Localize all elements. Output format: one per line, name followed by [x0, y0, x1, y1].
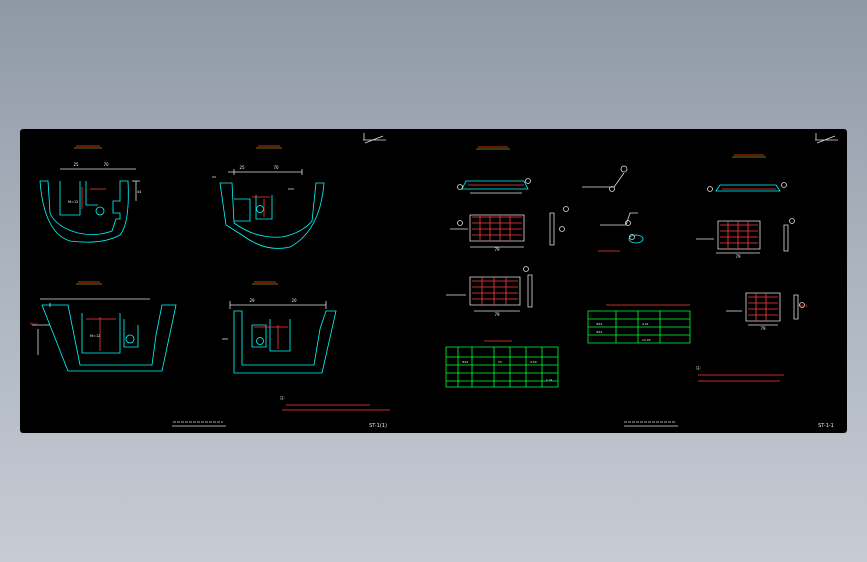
scale-marker-icon [363, 133, 386, 144]
right-sheet: 79 79 [445, 133, 838, 429]
scale-marker-icon [815, 133, 838, 144]
table-cell: Ф12 [596, 322, 602, 326]
dimension-label: 79 [494, 312, 500, 317]
table-cell: Ф12 [596, 330, 602, 334]
section-detail-1: 25 70 M=12 44 [39, 145, 142, 243]
note-label: N=1 [30, 322, 38, 326]
dimension-label: 20 [291, 298, 297, 303]
sheet-number: ST-1-1 [818, 423, 834, 429]
table-cell: 4.50 [530, 360, 537, 364]
dimension-label: 79 [760, 326, 766, 331]
rebar-table: Ф12 15 4.50 1.31 [445, 340, 559, 388]
dimension-label: 70 [273, 165, 279, 170]
plan-detail-4: 79 N=1 [726, 292, 808, 331]
title-block: ST-1(1) [172, 421, 387, 429]
notes-heading: 注: [280, 395, 285, 400]
dimension-label: 25 [239, 165, 245, 170]
material-table: Ф12 Ф12 4.21 12.03 [587, 304, 691, 344]
dimension-label: 79 [735, 254, 741, 259]
dimension-label: 70 [103, 162, 109, 167]
plan-detail-1: 79 [450, 146, 569, 252]
note-label: M=12 [90, 334, 100, 338]
title-block-right: ST-1-1 [624, 421, 834, 429]
left-sheet: 25 70 M=12 44 25 70 [30, 133, 390, 429]
dimension-label: 29 [249, 298, 255, 303]
table-cell: Ф12 [462, 360, 468, 364]
section-detail-3: N=1 M=12 [30, 281, 177, 372]
dimension-label: 25 [73, 162, 79, 167]
dimension-label: 44 [137, 190, 142, 194]
plan-detail-2: 79 [446, 266, 533, 317]
notes-block-right: 注: [696, 365, 784, 382]
section-detail-2: 25 70 [212, 145, 325, 249]
plan-detail-3: 79 [696, 154, 795, 259]
table-cell: 1.31 [546, 378, 553, 382]
cad-drawing: 25 70 M=12 44 25 70 [30, 133, 838, 429]
bend-detail [582, 165, 644, 252]
drawing-sheet: 25 70 M=12 44 25 70 [20, 129, 847, 433]
table-cell: 15 [498, 360, 502, 364]
note-label: N=1 [800, 304, 808, 308]
table-cell: 4.21 [642, 322, 649, 326]
notes-block: 注: [280, 395, 390, 411]
table-cell: 12.03 [642, 338, 651, 342]
section-detail-4: 29 20 [222, 281, 337, 374]
notes-heading: 注: [696, 365, 701, 370]
dimension-label: 79 [494, 247, 500, 252]
note-label: M=12 [68, 200, 78, 204]
sheet-number: ST-1(1) [369, 423, 387, 429]
